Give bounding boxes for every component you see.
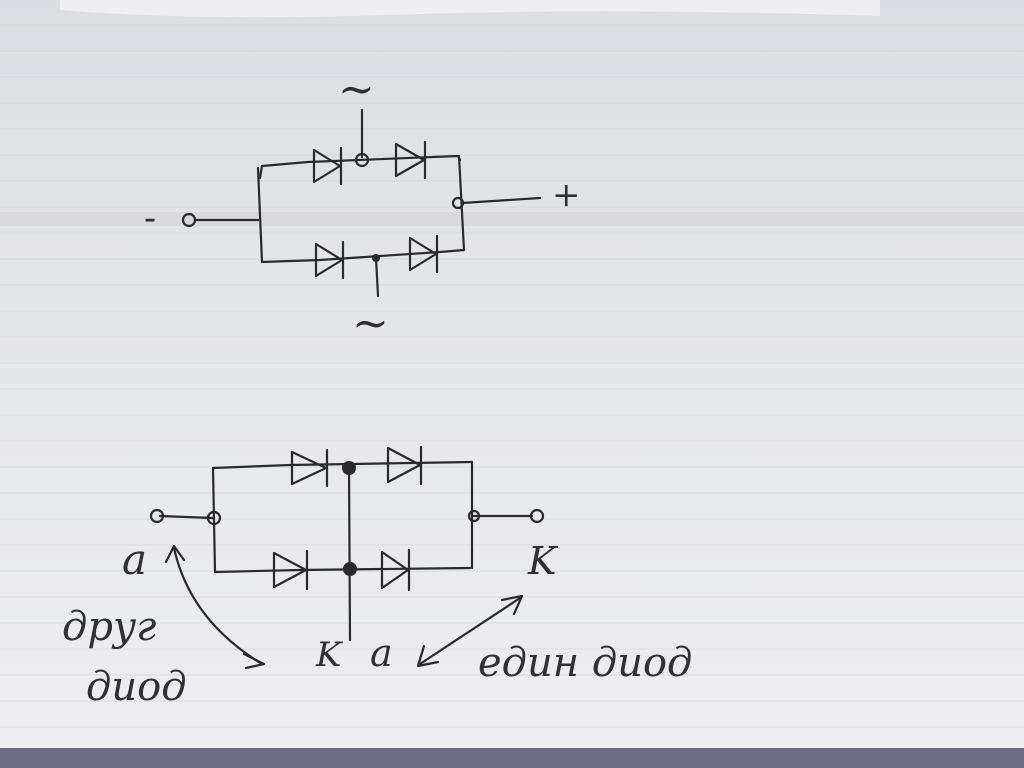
- paper-top-edge: [60, 0, 880, 18]
- top-ac-bottom-node: [372, 254, 380, 262]
- bottom-diode-lower-right: [380, 548, 411, 592]
- bottom-diode-upper-right: [386, 445, 423, 486]
- top-ac-top-label: ~: [338, 64, 375, 115]
- top-diode-upper-right: [394, 140, 427, 180]
- arrow-to-other-diode: [172, 546, 264, 666]
- arrow-one-diode-head-bottom: [416, 644, 440, 668]
- bottom-diode-upper-left: [290, 448, 329, 488]
- top-lower-rail: [260, 248, 466, 264]
- top-positive-label: +: [552, 175, 581, 215]
- bottom-anode-terminal: [149, 508, 165, 524]
- bottom-lower-rail: [213, 566, 472, 574]
- arrow-to-other-diode-head-bottom: [242, 652, 266, 670]
- bottom-anode-lead: [158, 514, 215, 520]
- note-other-diode-line2: диод: [86, 664, 187, 710]
- top-bridge-circuit: [181, 108, 542, 298]
- note-one-diode: един диод: [478, 640, 692, 686]
- arrow-one-diode-head-top: [500, 594, 524, 616]
- note-other-diode-line1: друг: [62, 604, 156, 650]
- bottom-right-node: [467, 509, 481, 523]
- top-ac-bottom-lead: [374, 256, 380, 298]
- top-positive-lead: [460, 196, 542, 205]
- bottom-upper-rail: [211, 460, 474, 470]
- bottom-middle-cathode-label: K: [315, 635, 344, 675]
- top-left-rail: [256, 166, 264, 264]
- top-ac-bottom-label: ~: [352, 298, 389, 349]
- paper-fold: [0, 212, 1024, 226]
- top-negative-label: -: [144, 198, 156, 239]
- paper-lines: [0, 0, 1024, 748]
- bottom-bridge-circuit: [149, 445, 545, 670]
- bottom-cathode-terminal: [529, 508, 545, 524]
- bottom-left-rail: [211, 466, 217, 574]
- bottom-middle-upper-node: [342, 461, 356, 475]
- bottom-diode-lower-left: [272, 549, 309, 591]
- bottom-anode-label: a: [122, 535, 147, 584]
- top-ac-top-node: [354, 152, 370, 168]
- top-positive-node: [451, 196, 465, 210]
- top-negative-terminal: [181, 212, 197, 228]
- bottom-middle-anode-label: a: [370, 631, 393, 675]
- arrow-one-diode-shaft: [418, 596, 522, 666]
- bottom-cathode-label: K: [527, 539, 559, 583]
- bottom-middle-rail: [347, 464, 352, 642]
- top-diode-lower-right: [408, 234, 439, 274]
- arrow-to-other-diode-head-top: [164, 544, 186, 564]
- top-diode-lower-left: [314, 240, 345, 280]
- bottom-middle-lower-node: [343, 562, 357, 576]
- top-diode-upper-left: [312, 146, 343, 186]
- bottom-left-node: [206, 510, 222, 526]
